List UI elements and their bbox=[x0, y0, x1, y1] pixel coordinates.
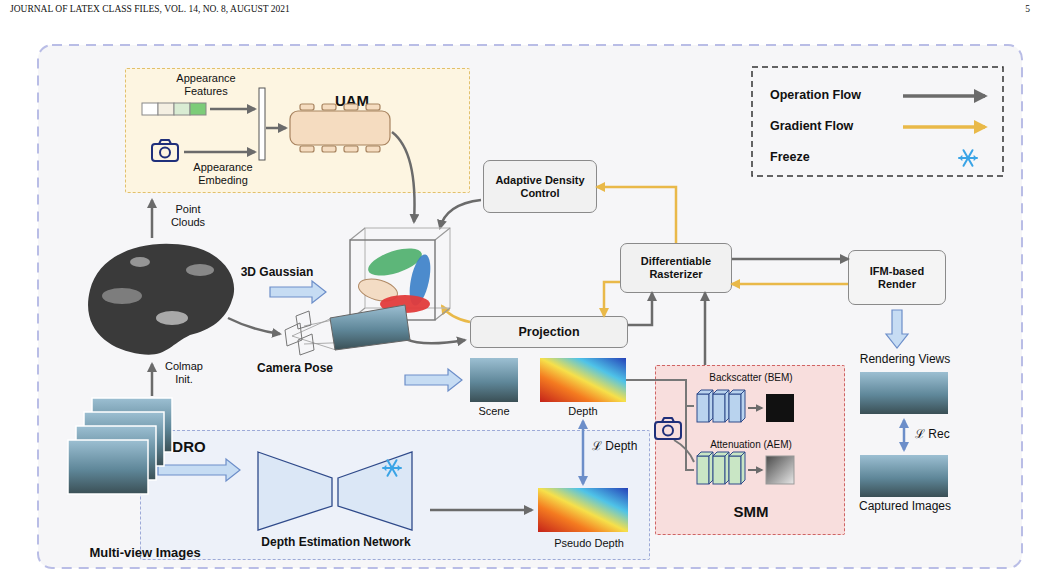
process-box: Projection bbox=[470, 316, 628, 348]
box-text: Appearance Features bbox=[166, 72, 246, 97]
flow-arrow bbox=[151, 200, 154, 238]
flow-arrow bbox=[151, 364, 154, 396]
operation-flow-arrow bbox=[732, 258, 848, 261]
camera-pose bbox=[285, 305, 410, 355]
gaussian-cube bbox=[406, 253, 434, 308]
box-text: Pseudo Depth bbox=[539, 537, 639, 550]
flow-arrow bbox=[228, 318, 280, 334]
point-cloud bbox=[88, 244, 234, 355]
flow-arrow bbox=[440, 200, 481, 228]
operation-flow-arrow bbox=[704, 293, 707, 365]
figure-label: Depth bbox=[553, 405, 613, 418]
camera-pose bbox=[298, 334, 314, 355]
legend-text: Freeze bbox=[770, 150, 810, 164]
box-title: UAM bbox=[322, 92, 382, 109]
legend-entry: Freeze bbox=[770, 150, 810, 164]
wide-arrow bbox=[270, 281, 326, 303]
operation-flow-arrow bbox=[628, 293, 652, 325]
legend-text: Operation Flow bbox=[770, 88, 861, 102]
point-cloud bbox=[186, 264, 214, 276]
figure-label: Rendering Views bbox=[845, 353, 965, 367]
loss-arrow bbox=[903, 420, 906, 450]
process-box: IFM-based Render bbox=[848, 250, 946, 305]
legend-frame bbox=[752, 67, 1003, 176]
legend-sample bbox=[903, 94, 985, 98]
box-text: Attenuation (AEM) bbox=[686, 439, 816, 451]
box-title: IFM-based Render bbox=[861, 265, 933, 290]
point-cloud bbox=[130, 257, 150, 267]
rendered-image bbox=[860, 455, 948, 497]
gaussian-cube bbox=[365, 228, 450, 308]
point-cloud bbox=[156, 311, 188, 325]
figure-label: Captured Images bbox=[845, 500, 965, 514]
camera-pose bbox=[330, 305, 410, 350]
gaussian-cube bbox=[350, 228, 450, 320]
gaussian-cube bbox=[356, 275, 400, 305]
module-region: Backscatter (BEM) Attenuation (AEM) SMM bbox=[655, 365, 845, 535]
figure-label: 3D Gaussian bbox=[232, 266, 322, 280]
point-cloud bbox=[102, 288, 142, 304]
camera-pose bbox=[292, 305, 410, 350]
gradient-flow-arrow bbox=[732, 283, 848, 286]
gradient-flow-arrow bbox=[604, 282, 620, 316]
gaussian-cube bbox=[380, 295, 430, 313]
point-cloud bbox=[88, 244, 234, 355]
gaussian-cube bbox=[365, 243, 425, 281]
gradient-arrow bbox=[442, 306, 470, 322]
rendered-image bbox=[540, 358, 626, 402]
box-title: Backscatter (BEM) bbox=[686, 372, 816, 384]
legend-sample bbox=[903, 96, 985, 166]
gradient-arrow bbox=[442, 306, 470, 322]
rendered-image bbox=[470, 358, 518, 402]
outer-frame bbox=[38, 45, 1022, 568]
figure-label: Scene bbox=[464, 405, 524, 418]
flow-arrow bbox=[395, 322, 465, 343]
gaussian-cube bbox=[350, 240, 435, 320]
legend-text: Gradient Flow bbox=[770, 119, 853, 133]
gaussian-cube bbox=[350, 228, 450, 320]
figure-label: ℒ Depth bbox=[592, 440, 652, 454]
box-title: Projection bbox=[518, 325, 579, 339]
box-title: DRO bbox=[159, 438, 219, 455]
module-region: DRO Depth Estimation Network Pseudo Depth bbox=[140, 430, 650, 560]
page-header: 5 bbox=[990, 4, 1030, 15]
figure-label: Camera Pose bbox=[250, 362, 340, 376]
figure-label: ℒ Rec bbox=[915, 428, 965, 442]
legend-entry: Operation Flow bbox=[770, 88, 861, 102]
module-region: UAM Appearance FeaturesAppearance Embedin… bbox=[125, 68, 470, 193]
box-text: SMM bbox=[721, 503, 781, 520]
input-images bbox=[68, 440, 148, 494]
figure-label: Point Clouds bbox=[160, 203, 216, 228]
box-text: Depth Estimation Network bbox=[236, 536, 436, 550]
wide-arrow bbox=[405, 369, 462, 391]
page-header: JOURNAL OF LATEX CLASS FILES, VOL. 14, N… bbox=[10, 4, 530, 15]
legend-sample bbox=[959, 150, 977, 166]
camera-pose bbox=[285, 323, 302, 346]
figure-label: Colmap Init. bbox=[158, 360, 210, 385]
figure-label: Multi-view Images bbox=[60, 546, 230, 561]
box-title: Adaptive Density Control bbox=[495, 174, 585, 199]
rendered-image bbox=[860, 372, 948, 414]
process-box: Differentiable Rasterizer bbox=[620, 243, 732, 293]
legend-frame bbox=[752, 67, 1003, 176]
gradient-flow-arrow bbox=[597, 187, 676, 243]
legend-entry: Gradient Flow bbox=[770, 119, 853, 133]
box-text: Appearance Embeding bbox=[183, 161, 263, 186]
box-title: Differentiable Rasterizer bbox=[627, 255, 725, 280]
camera-pose bbox=[296, 311, 311, 329]
legend-sample bbox=[903, 125, 985, 129]
wide-arrow bbox=[886, 310, 908, 348]
process-box: Adaptive Density Control bbox=[483, 160, 597, 213]
